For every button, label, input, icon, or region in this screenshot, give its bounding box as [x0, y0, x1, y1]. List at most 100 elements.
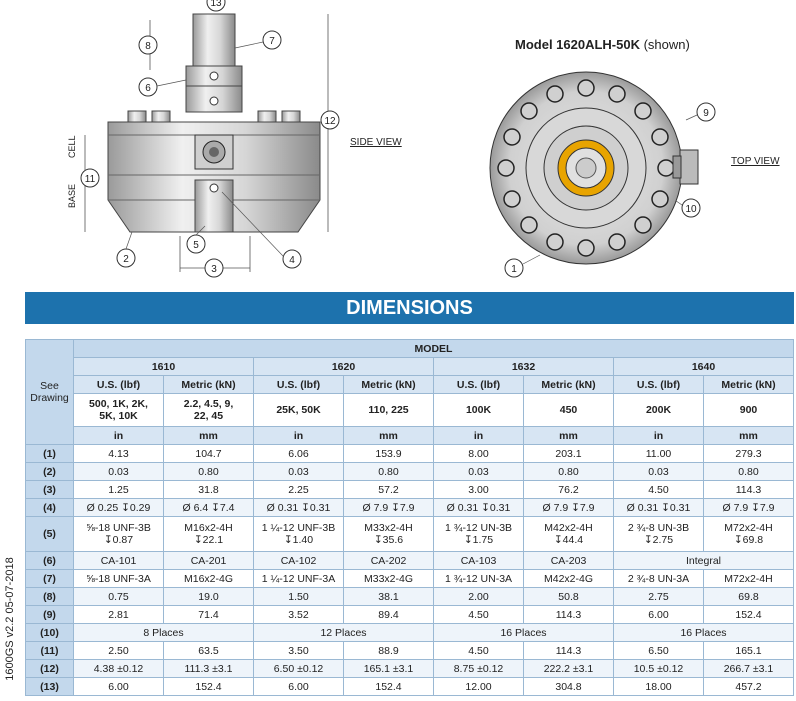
value-cell: Ø 7.9 ↧7.9 [343, 498, 434, 517]
value-cell: 457.2 [703, 677, 794, 696]
callout-9: 9 [696, 102, 716, 122]
svg-text:1: 1 [511, 264, 517, 275]
capacity-cell: 900 [703, 393, 794, 427]
unit-system-label: Metric (kN) [523, 375, 614, 394]
row-label: (7) [25, 569, 74, 588]
value-cell: 12.00 [433, 677, 524, 696]
value-cell: 38.1 [343, 587, 434, 606]
value-cell: 0.80 [163, 462, 254, 481]
unit-label: mm [163, 426, 254, 445]
callout-11: 11 [80, 168, 100, 188]
value-cell: Ø 0.31 ↧0.31 [253, 498, 344, 517]
value-cell: 19.0 [163, 587, 254, 606]
row-label: (10) [25, 623, 74, 642]
value-cell: 0.03 [433, 462, 524, 481]
value-cell: 1 ¾-12 UN-3A [433, 569, 524, 588]
value-cell: 114.3 [703, 480, 794, 499]
value-cell: 3.00 [433, 480, 524, 499]
value-cell: 6.00 [613, 605, 704, 624]
value-cell: Ø 6.4 ↧7.4 [163, 498, 254, 517]
span-cell: Integral [613, 551, 794, 570]
unit-label: in [253, 426, 344, 445]
value-cell: 4.50 [613, 480, 704, 499]
svg-text:8: 8 [145, 41, 151, 52]
value-cell: M72x2-4H↧69.8 [703, 516, 794, 552]
value-cell: 0.80 [703, 462, 794, 481]
unit-label: mm [523, 426, 614, 445]
unit-label: in [433, 426, 524, 445]
value-cell: 3.50 [253, 641, 344, 660]
callout-12: 12 [320, 110, 340, 130]
capacity-cell: 2.2, 4.5, 9,22, 45 [163, 393, 254, 427]
capacity-cell: 200K [613, 393, 704, 427]
value-cell: 8.00 [433, 444, 524, 463]
capacity-cell: 500, 1K, 2K,5K, 10K [73, 393, 164, 427]
value-cell: ⅝-18 UNF-3A [73, 569, 164, 588]
capacity-cell: 25K, 50K [253, 393, 344, 427]
value-cell: 4.38 ±0.12 [73, 659, 164, 678]
callout-7: 7 [262, 30, 282, 50]
value-cell: CA-103 [433, 551, 524, 570]
svg-text:3: 3 [211, 264, 217, 275]
value-cell: 18.00 [613, 677, 704, 696]
value-cell: CA-203 [523, 551, 614, 570]
value-cell: 266.7 ±3.1 [703, 659, 794, 678]
unit-label: in [613, 426, 704, 445]
svg-text:BASE: BASE [67, 184, 77, 208]
value-cell: 1.50 [253, 587, 344, 606]
row-label: (6) [25, 551, 74, 570]
value-cell: 304.8 [523, 677, 614, 696]
value-cell: 6.06 [253, 444, 344, 463]
row-label: (12) [25, 659, 74, 678]
value-cell: 57.2 [343, 480, 434, 499]
value-cell: CA-201 [163, 551, 254, 570]
value-cell: 6.00 [253, 677, 344, 696]
value-cell: 76.2 [523, 480, 614, 499]
svg-text:CELL: CELL [67, 135, 77, 158]
model-header: MODEL [73, 339, 794, 358]
value-cell: 104.7 [163, 444, 254, 463]
row-label: (13) [25, 677, 74, 696]
model-number: 1620 [253, 357, 434, 376]
value-cell: 50.8 [523, 587, 614, 606]
value-cell: 114.3 [523, 605, 614, 624]
value-cell: 0.03 [73, 462, 164, 481]
span-cell: 8 Places [73, 623, 254, 642]
row-label: (3) [25, 480, 74, 499]
callout-8: 8 [138, 35, 158, 55]
model-title: Model 1620ALH-50K (shown) [515, 37, 690, 52]
row-label: (4) [25, 498, 74, 517]
callout-5: 5 [186, 234, 206, 254]
value-cell: 1.25 [73, 480, 164, 499]
value-cell: 152.4 [163, 677, 254, 696]
value-cell: 0.75 [73, 587, 164, 606]
svg-text:10: 10 [685, 204, 697, 215]
unit-system-label: Metric (kN) [163, 375, 254, 394]
value-cell: 165.1 [703, 641, 794, 660]
value-cell: 152.4 [343, 677, 434, 696]
value-cell: 111.3 ±3.1 [163, 659, 254, 678]
span-cell: 16 Places [433, 623, 614, 642]
svg-text:2: 2 [123, 254, 129, 265]
svg-text:9: 9 [703, 108, 709, 119]
unit-system-label: Metric (kN) [703, 375, 794, 394]
technical-drawing: CELL BASE 1 2 3 4 5 6 7 8 9 10 11 12 13 [67, 0, 780, 278]
value-cell: 279.3 [703, 444, 794, 463]
value-cell: 10.5 ±0.12 [613, 659, 704, 678]
top-view-label: TOP VIEW [731, 156, 780, 167]
value-cell: 152.4 [703, 605, 794, 624]
unit-system-label: U.S. (lbf) [73, 375, 164, 394]
value-cell: 2.81 [73, 605, 164, 624]
callout-3: 3 [204, 258, 224, 278]
row-label: (5) [25, 516, 74, 552]
value-cell: 1 ¼-12 UNF-3A [253, 569, 344, 588]
side-view-label: SIDE VIEW [350, 137, 402, 148]
model-number: 1640 [613, 357, 794, 376]
callout-1: 1 [504, 258, 524, 278]
